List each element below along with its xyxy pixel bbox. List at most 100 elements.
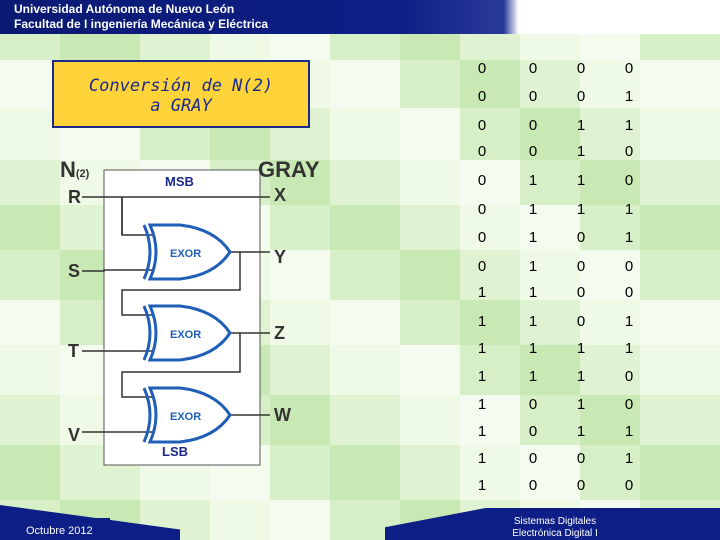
- table-cell: 0: [477, 60, 487, 77]
- input-t: T: [68, 341, 79, 361]
- background-tile: [270, 395, 330, 445]
- background-tile: [520, 34, 580, 60]
- output-x: X: [274, 185, 286, 205]
- background-tile: [520, 250, 580, 300]
- table-cell: 1: [528, 172, 538, 189]
- table-cell: 1: [528, 229, 538, 246]
- exor-label-2: EXOR: [170, 329, 201, 341]
- background-tile: [580, 205, 640, 250]
- input-s: S: [68, 261, 80, 281]
- background-tile: [460, 34, 520, 60]
- background-tile: [270, 205, 330, 250]
- background-tile: [580, 395, 640, 445]
- background-tile: [0, 108, 60, 160]
- table-cell: 1: [528, 313, 538, 330]
- table-cell: 0: [576, 313, 586, 330]
- slide-title-box: Conversión de N(2) a GRAY: [52, 60, 310, 128]
- background-tile: [640, 345, 720, 395]
- table-cell: 0: [477, 117, 487, 134]
- background-tile: [210, 34, 270, 60]
- background-tile: [580, 445, 640, 500]
- table-cell: 0: [576, 477, 586, 494]
- background-tile: [330, 300, 400, 345]
- background-tile: [330, 395, 400, 445]
- table-cell: 1: [477, 477, 487, 494]
- background-tile: [400, 445, 460, 500]
- table-cell: 1: [477, 450, 487, 467]
- output-title: GRAY: [258, 157, 320, 182]
- gray-converter-diagram: N(2) GRAY MSB LSB R S T V X Y Z W EX: [60, 157, 320, 466]
- table-cell: 1: [528, 258, 538, 275]
- background-tile: [460, 345, 520, 395]
- table-cell: 1: [624, 450, 634, 467]
- background-tile: [400, 160, 460, 205]
- table-cell: 0: [624, 396, 634, 413]
- exor-gate-2: EXOR: [142, 304, 232, 362]
- background-tile: [640, 300, 720, 345]
- background-tile: [0, 250, 60, 300]
- table-cell: 0: [624, 60, 634, 77]
- background-tile: [640, 395, 720, 445]
- background-tile: [60, 34, 140, 60]
- background-tile: [580, 60, 640, 108]
- table-cell: 0: [477, 229, 487, 246]
- background-tile: [520, 345, 580, 395]
- background-tile: [400, 395, 460, 445]
- background-tile: [400, 34, 460, 60]
- input-title-sub: (2): [76, 168, 90, 180]
- table-cell: 1: [576, 396, 586, 413]
- table-cell: 0: [528, 60, 538, 77]
- table-cell: 1: [528, 284, 538, 301]
- output-w: W: [274, 405, 291, 425]
- background-tile: [400, 345, 460, 395]
- table-cell: 1: [576, 201, 586, 218]
- table-cell: 0: [477, 172, 487, 189]
- background-tile: [580, 108, 640, 160]
- table-cell: 0: [624, 172, 634, 189]
- background-tile: [460, 445, 520, 500]
- exor-label-3: EXOR: [170, 411, 201, 423]
- table-cell: 0: [528, 143, 538, 160]
- exor-label-1: EXOR: [170, 248, 201, 260]
- table-cell: 0: [624, 477, 634, 494]
- background-tile: [330, 205, 400, 250]
- background-tile: [520, 60, 580, 108]
- table-cell: 0: [528, 477, 538, 494]
- footer-left-bar: [0, 518, 110, 540]
- table-cell: 0: [528, 423, 538, 440]
- background-tile: [460, 300, 520, 345]
- background-tile: [330, 60, 400, 108]
- background-tile: [520, 108, 580, 160]
- background-tile: [640, 34, 720, 60]
- background-tile: [400, 300, 460, 345]
- table-cell: 0: [528, 88, 538, 105]
- background-tile: [0, 160, 60, 205]
- background-tile: [0, 300, 60, 345]
- table-cell: 1: [477, 368, 487, 385]
- background-tile: [270, 160, 330, 205]
- background-tile: [460, 395, 520, 445]
- background-tile: [580, 345, 640, 395]
- table-cell: 0: [624, 368, 634, 385]
- input-r: R: [68, 187, 81, 207]
- input-title: N(2): [60, 157, 90, 182]
- background-tile: [400, 108, 460, 160]
- background-tile: [640, 108, 720, 160]
- table-cell: 0: [477, 143, 487, 160]
- table-cell: 0: [528, 117, 538, 134]
- table-cell: 1: [477, 284, 487, 301]
- background-tile: [0, 205, 60, 250]
- faculty-name: Facultad de I ingeniería Mecánica y Eléc…: [14, 17, 269, 31]
- background-tile: [330, 250, 400, 300]
- background-tile: [460, 205, 520, 250]
- background-tile: [400, 205, 460, 250]
- table-cell: 1: [477, 423, 487, 440]
- output-y: Y: [274, 247, 286, 267]
- table-cell: 0: [528, 450, 538, 467]
- input-v: V: [68, 425, 80, 445]
- table-cell: 0: [576, 258, 586, 275]
- background-tile: [400, 60, 460, 108]
- background-tile: [460, 160, 520, 205]
- slide-title-line1: Conversión de N(2): [88, 76, 274, 96]
- background-tile: [400, 250, 460, 300]
